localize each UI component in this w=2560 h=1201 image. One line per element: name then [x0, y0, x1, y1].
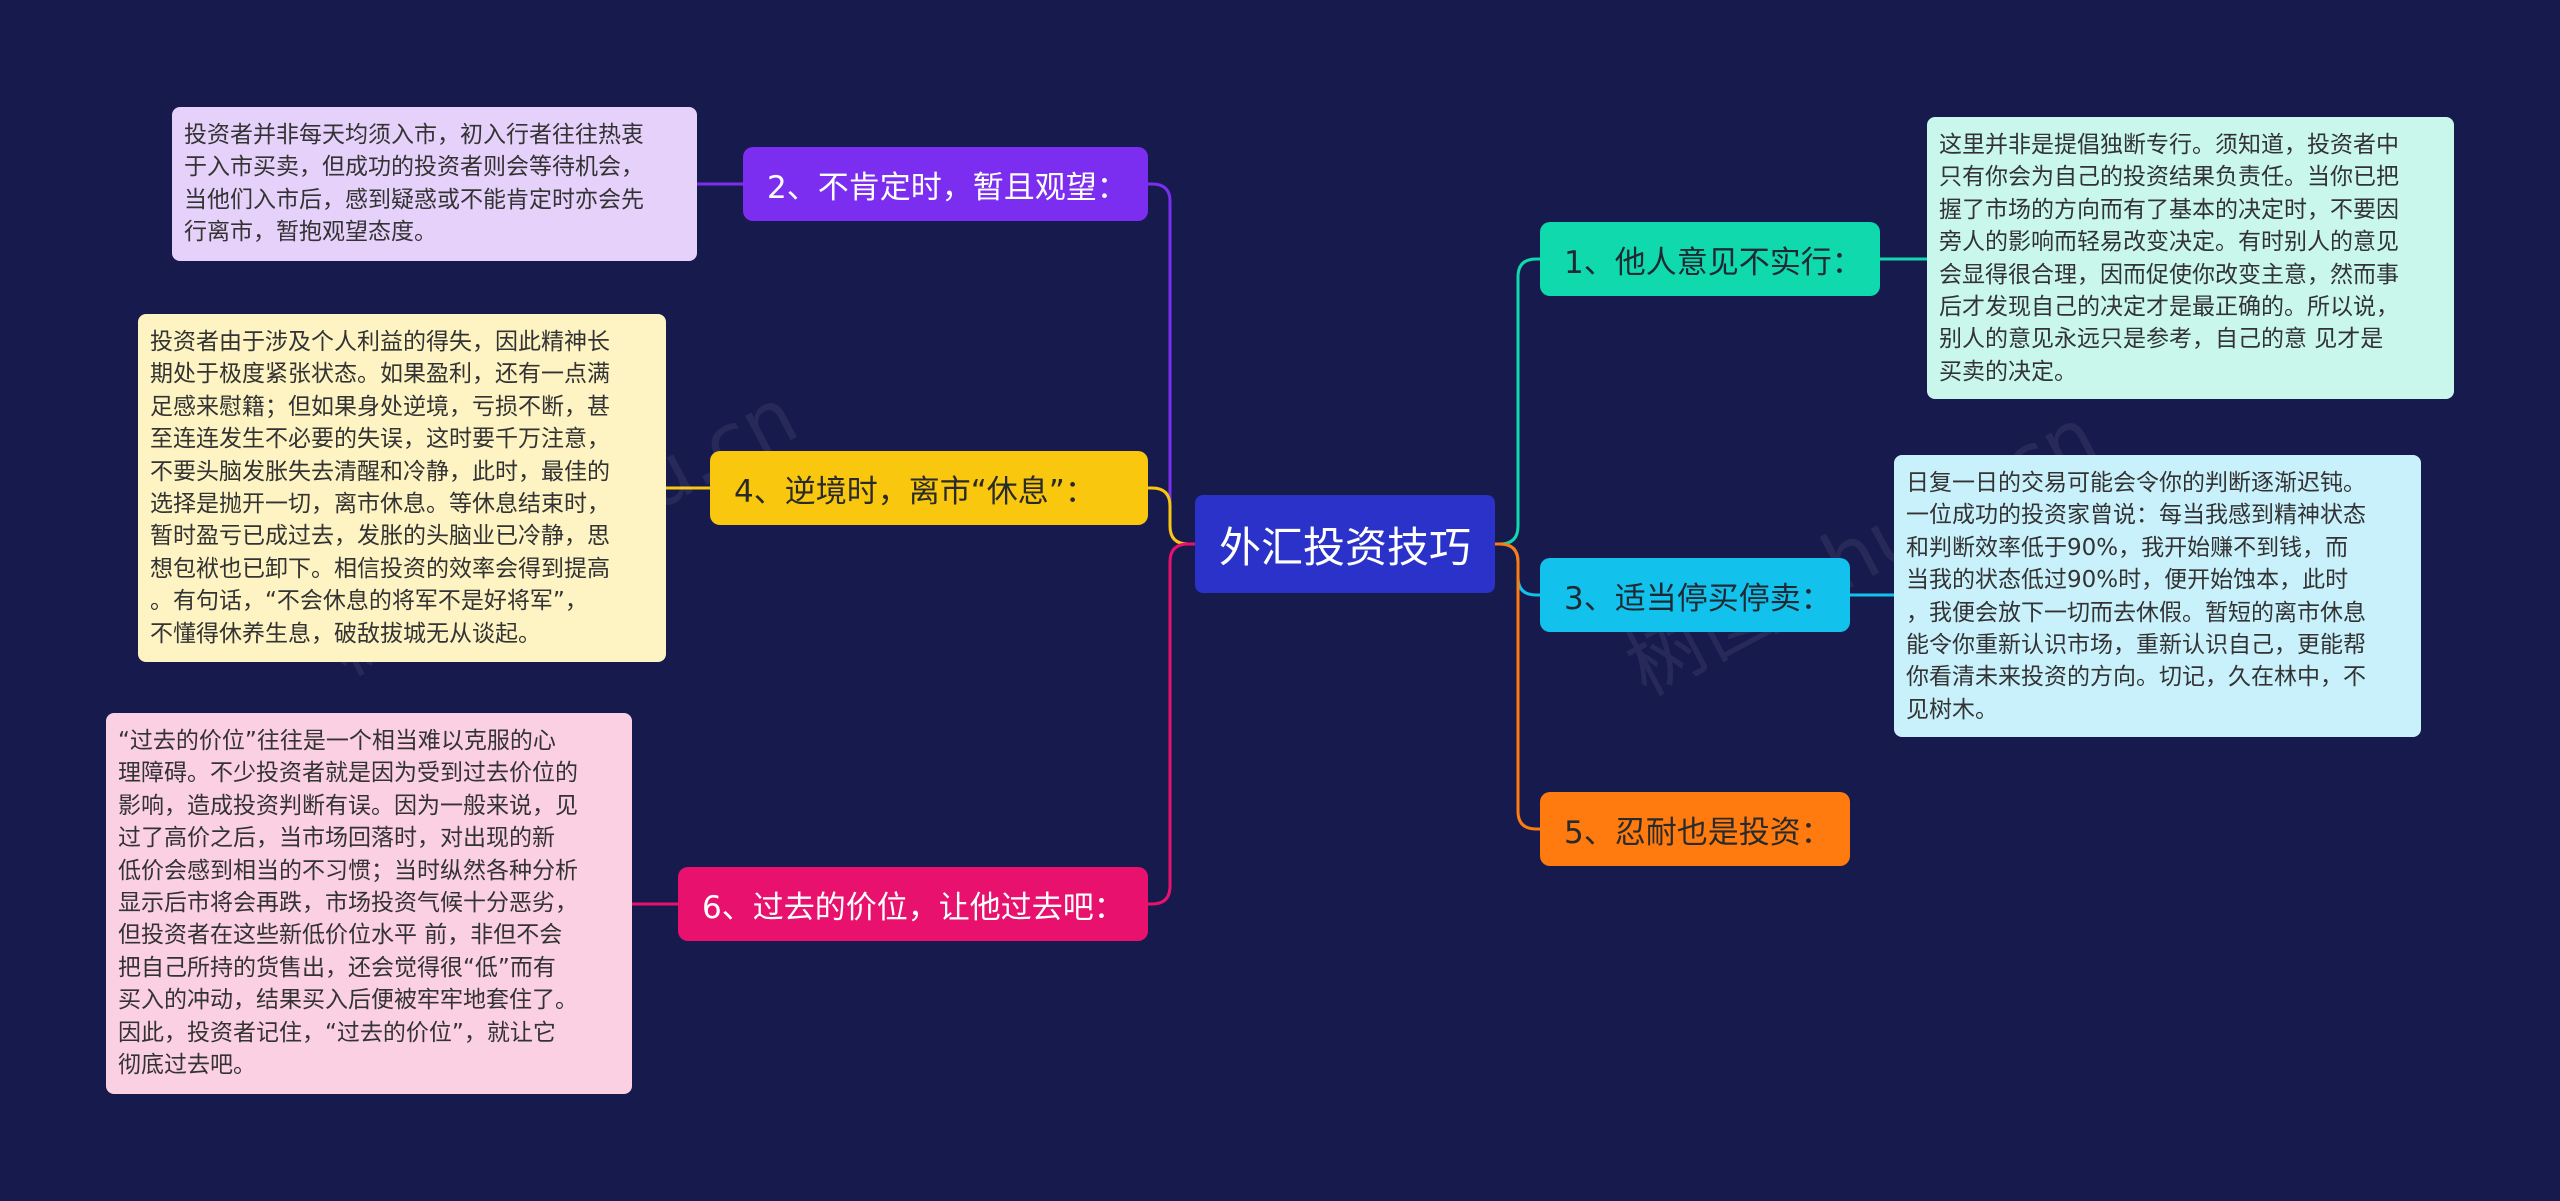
branch-node-6[interactable]: 6、过去的价位，让他过去吧：	[678, 867, 1148, 941]
connector-center-b2	[1148, 182, 1195, 546]
branch-node-2[interactable]: 2、不肯定时，暂且观望：	[743, 147, 1148, 221]
note-2[interactable]: 投资者并非每天均须入市，初入行者往往热衷 于入市买卖，但成功的投资者则会等待机会…	[172, 107, 697, 261]
connector-center-b1	[1495, 257, 1540, 546]
branch-node-4[interactable]: 4、逆境时，离市“休息”：	[710, 451, 1148, 525]
note-4[interactable]: 投资者由于涉及个人利益的得失，因此精神长 期处于极度紧张状态。如果盈利，还有一点…	[138, 314, 666, 662]
note-1[interactable]: 这里并非是提倡独断专行。须知道，投资者中 只有你会为自己的投资结果负责任。当你已…	[1927, 117, 2454, 399]
note-3[interactable]: 日复一日的交易可能会令你的判断逐渐迟钝。 一位成功的投资家曾说：每当我感到精神状…	[1894, 455, 2421, 737]
connector-center-b4	[1148, 486, 1195, 546]
connector-center-b5	[1495, 542, 1540, 831]
branch-node-3[interactable]: 3、适当停买停卖：	[1540, 558, 1850, 632]
central-topic[interactable]: 外汇投资技巧	[1195, 495, 1495, 593]
connector-center-b6	[1148, 542, 1195, 906]
branch-node-5[interactable]: 5、忍耐也是投资：	[1540, 792, 1850, 866]
branch-node-1[interactable]: 1、他人意见不实行：	[1540, 222, 1880, 296]
note-6[interactable]: “过去的价位”往往是一个相当难以克服的心 理障碍。不少投资者就是因为受到过去价位…	[106, 713, 632, 1094]
